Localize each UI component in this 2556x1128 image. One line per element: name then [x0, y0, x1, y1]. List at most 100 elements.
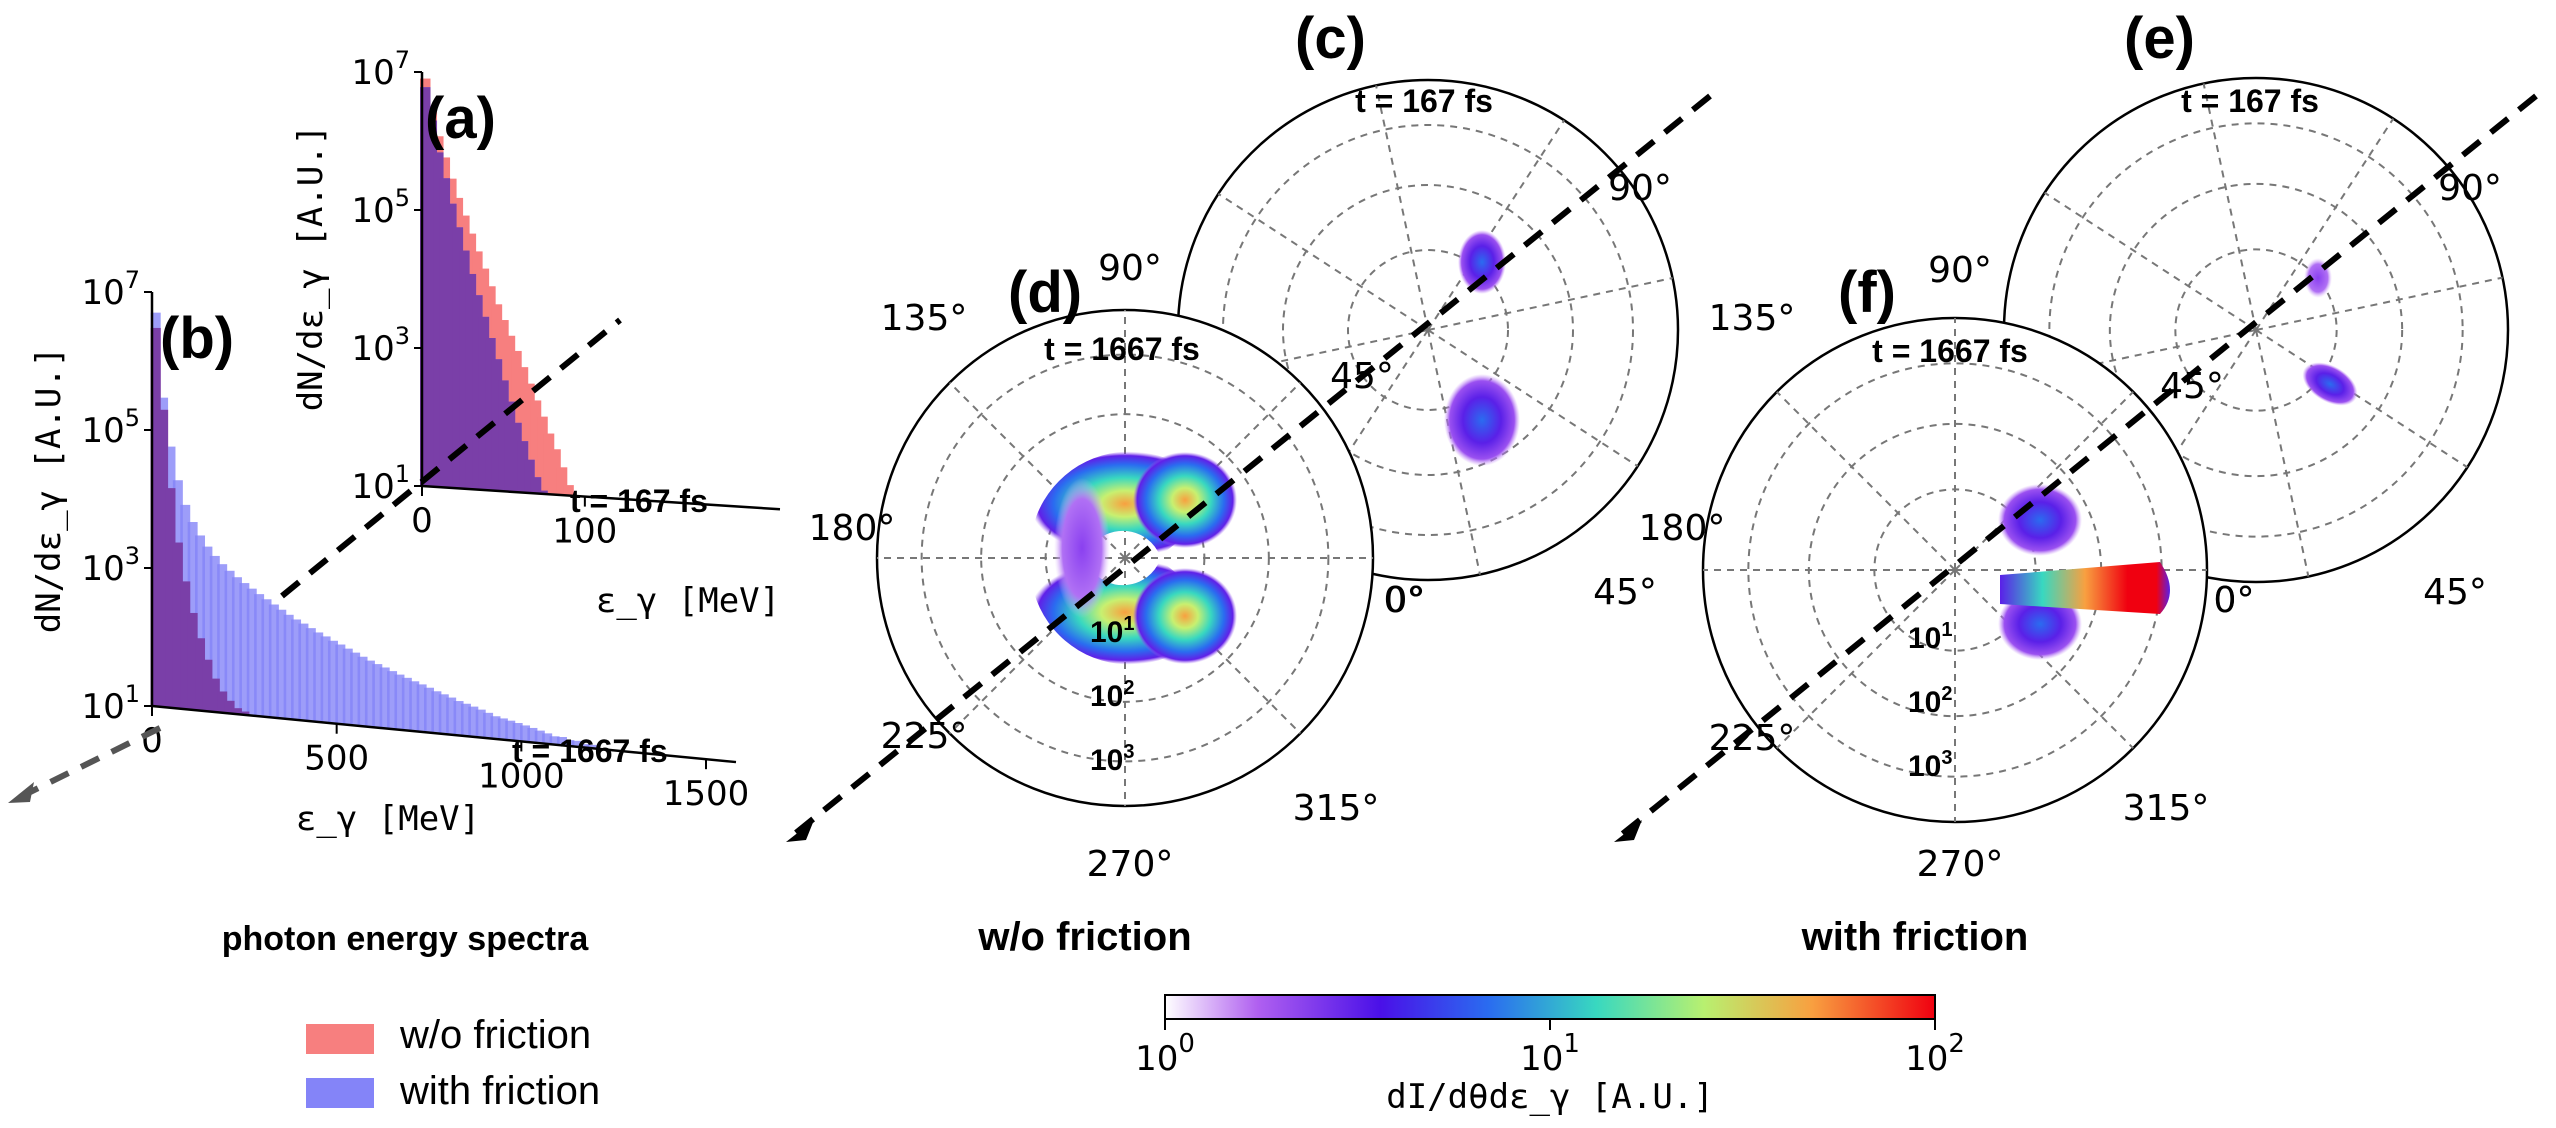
wo-friction-bar: [556, 467, 568, 495]
wo-friction-bar: [563, 485, 574, 496]
panel-label: (d): [1008, 260, 1082, 325]
polar-grid-spoke: [2044, 191, 2257, 331]
polar-grid-ring: [2048, 122, 2464, 538]
with-friction-bar: [571, 740, 582, 747]
angle-tick-label: 315°: [1293, 788, 1380, 829]
wo-friction-bar: [524, 383, 535, 493]
with-friction-bar: [564, 740, 575, 746]
with-friction-bar: [202, 546, 213, 711]
angle-tick-label: 180°: [1639, 508, 1726, 549]
overlap-bar: [478, 316, 490, 490]
overlap-bar: [465, 273, 477, 489]
time-label: t = 167 fs: [1355, 83, 1493, 119]
y-tick-label: 107: [81, 266, 140, 313]
overlap-bar: [202, 659, 213, 711]
colorbar-tick-2: 102: [1905, 1029, 1965, 1079]
radial-tick-label: 102: [1090, 677, 1135, 713]
polar-grid-spoke: [2255, 329, 2310, 577]
overlap-bar: [158, 409, 169, 707]
dashed-axis-with-friction: [1618, 93, 2538, 839]
caption-with-friction: with friction: [1801, 915, 2029, 959]
overlap-bar: [530, 477, 542, 494]
overlap-bar: [498, 380, 509, 491]
radial-tick-label: 102: [1908, 683, 1953, 719]
wo-friction-bar: [550, 449, 561, 495]
overlap-bar: [459, 250, 470, 489]
with-friction-bar: [409, 681, 420, 731]
y-tick-label: 101: [81, 680, 140, 727]
polar-grid-spoke: [1375, 85, 1429, 331]
dashed-axis-spectra: [280, 317, 622, 599]
with-friction-bar: [372, 664, 383, 728]
time-label: t = 167 fs: [2181, 83, 2319, 119]
polar-grid-spoke: [1776, 391, 1956, 571]
colorbar-tick-1: 101: [1520, 1029, 1580, 1079]
y-axis-label: dN/dε_γ [A.U.]: [29, 347, 69, 634]
x-axis: [151, 704, 737, 764]
with-friction-bar: [416, 684, 427, 732]
polar-grid-spoke: [1954, 569, 2134, 749]
angle-tick-label: 180°: [809, 508, 896, 549]
panel-label: (f): [1838, 260, 1896, 325]
with-friction-bar: [283, 614, 294, 719]
colorbar: [1164, 994, 1936, 1020]
angle-tick-label: 0°: [1385, 580, 1426, 621]
polar-grid-spoke: [2255, 276, 2503, 331]
radial-tick-label: 103: [1908, 747, 1953, 783]
y-tick-label: 107: [351, 46, 410, 93]
overlap-bar: [504, 401, 516, 492]
with-friction-bar: [438, 694, 449, 734]
angle-tick-label: 0°: [2214, 580, 2255, 621]
intensity-region: [1458, 230, 1506, 294]
with-friction-bar: [195, 535, 206, 711]
polar-grid-spoke: [1954, 391, 2134, 571]
overlap-bar: [426, 120, 438, 487]
intensity-region: [1444, 374, 1520, 466]
with-friction-bar: [431, 691, 442, 733]
with-friction-bar: [534, 730, 545, 743]
with-friction-bar: [549, 736, 560, 745]
angle-tick-label: 45°: [2423, 572, 2487, 613]
panel-label: (e): [2124, 6, 2195, 71]
overlap-bar: [511, 422, 522, 492]
y-tick-label: 105: [81, 404, 140, 451]
with-friction-bar: [483, 712, 494, 738]
polar-grid-spoke: [1217, 193, 1429, 331]
with-friction-bar: [394, 674, 405, 730]
arrowhead-spectra: [8, 782, 34, 803]
with-friction-bar: [224, 570, 235, 713]
with-friction-bar: [490, 716, 501, 739]
time-label: t = 1667 fs: [1872, 333, 2028, 369]
overlap-bar: [420, 87, 431, 486]
x-axis-label: ε_γ [MeV]: [296, 799, 480, 839]
angle-tick-label: 90°: [1928, 250, 1992, 291]
x-axis: [421, 484, 781, 511]
y-tick-label: 103: [81, 542, 140, 589]
with-friction-bar: [305, 628, 316, 721]
with-friction-bar: [468, 706, 479, 737]
polar-grid-ring: [920, 353, 1330, 763]
colorbar-label: dI/dθdε_γ [A.U.]: [1386, 1077, 1714, 1117]
with-friction-bar: [335, 644, 346, 724]
with-friction-bar: [320, 636, 331, 723]
wo-friction-bar: [543, 433, 555, 494]
arrowhead-with-friction: [1614, 820, 1642, 842]
with-friction-bar: [357, 656, 368, 726]
overlap-bar: [433, 152, 444, 487]
time-label: t = 1667 fs: [1044, 331, 1200, 367]
overlap-bar: [195, 638, 206, 711]
x-tick-label: 1500: [663, 774, 750, 814]
spectra-section-title: photon energy spectra: [222, 920, 590, 958]
with-friction-bar: [512, 723, 523, 741]
polar-grid-ring: [2108, 182, 2404, 478]
with-friction-bar: [497, 718, 508, 740]
with-friction-bar: [342, 648, 353, 725]
with-friction-bar: [246, 588, 257, 716]
with-friction-bar: [453, 701, 464, 735]
wo-friction-bar: [530, 400, 542, 494]
with-friction-bar: [217, 564, 228, 713]
angle-tick-label: 90°: [1098, 248, 1162, 289]
